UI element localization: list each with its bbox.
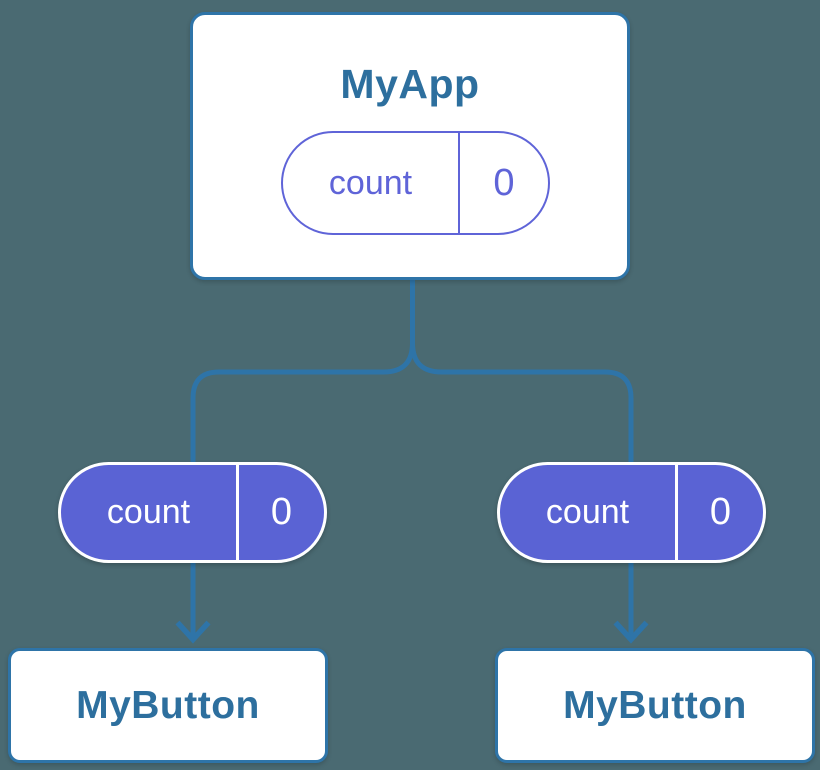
state-key-label: count: [328, 163, 413, 202]
state-value: 0: [236, 465, 324, 560]
node-mybutton-left: MyButton: [8, 648, 328, 763]
state-value: 0: [675, 465, 763, 560]
state-value: 0: [458, 133, 548, 233]
state-pill-right: count 0: [497, 462, 766, 563]
node-mybutton-right: MyButton: [495, 648, 815, 763]
right-branch-line: [410, 342, 634, 637]
left-branch-line: [190, 279, 415, 637]
node-myapp: MyApp count 0: [190, 12, 630, 280]
left-arrow-icon: [175, 620, 211, 644]
node-title: MyButton: [76, 683, 260, 727]
state-key-label: count: [545, 493, 630, 531]
state-pill-root: count 0: [281, 131, 550, 235]
node-title: MyButton: [563, 683, 747, 727]
state-pill-left: count 0: [58, 462, 327, 563]
state-key-label: count: [106, 493, 191, 531]
node-title: MyApp: [340, 61, 480, 107]
right-arrow-icon: [613, 620, 649, 644]
